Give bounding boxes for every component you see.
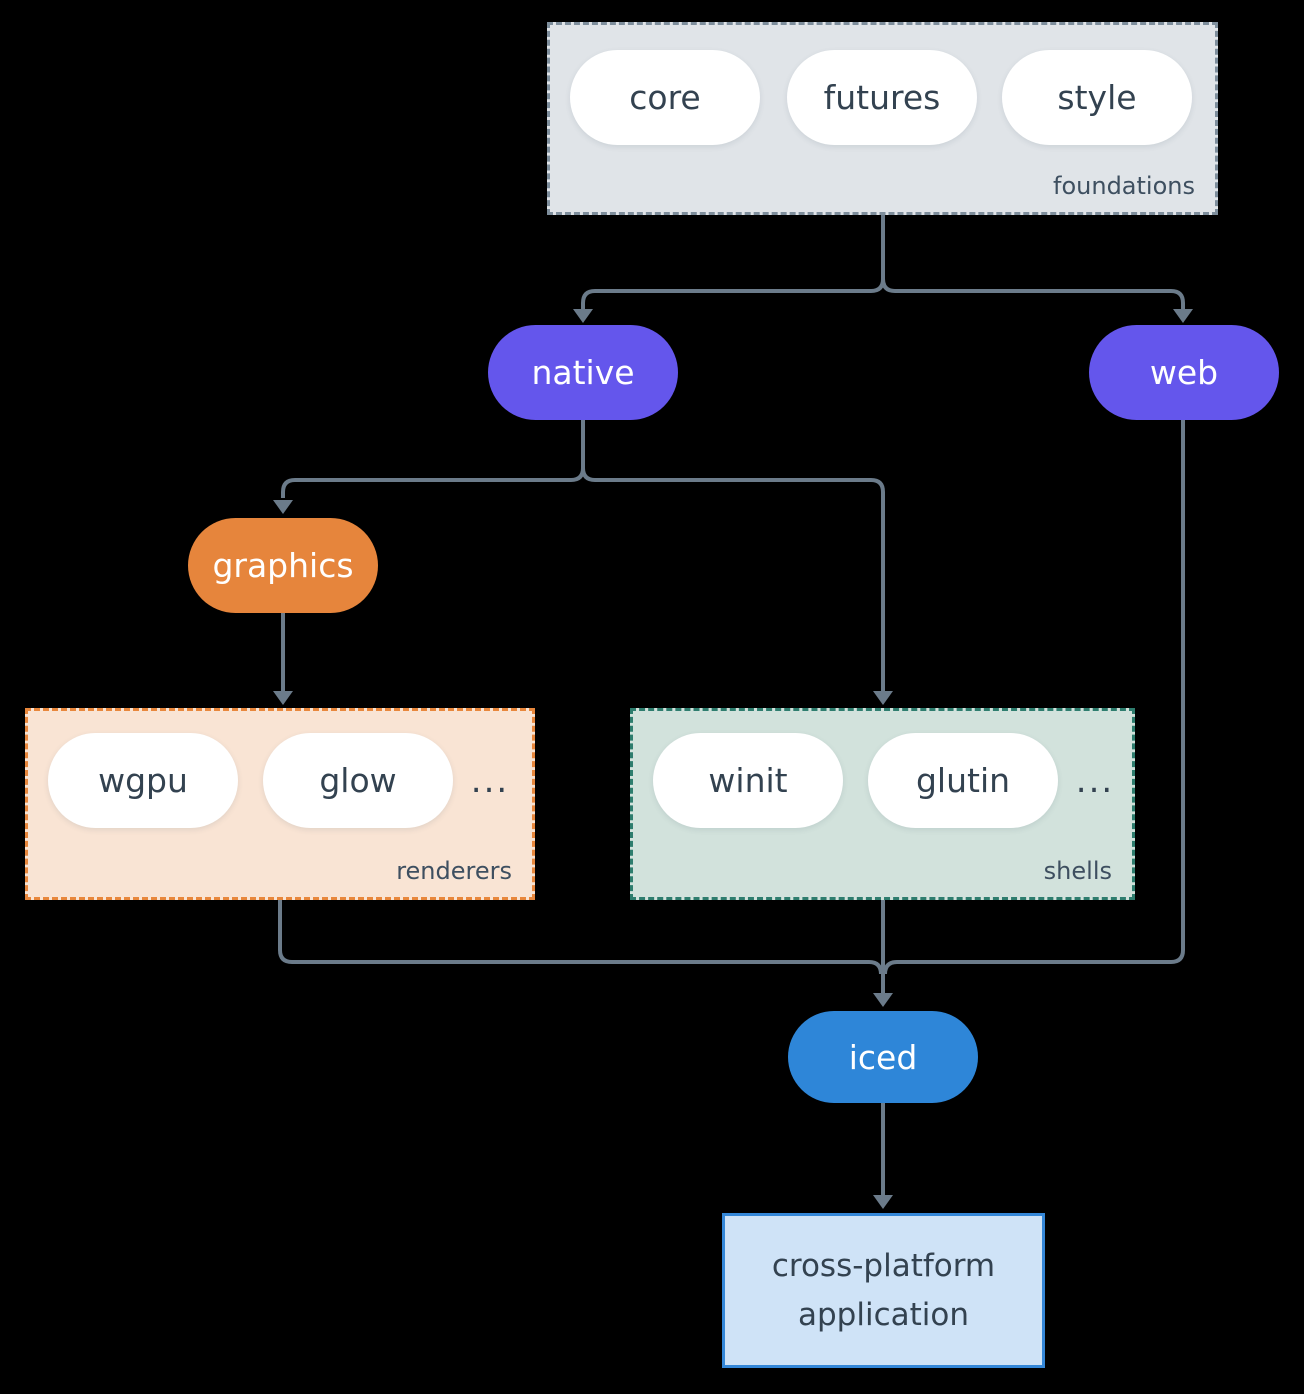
node-native-label: native: [531, 353, 635, 392]
node-futures: futures: [787, 50, 977, 145]
arrowhead-native: [573, 309, 593, 323]
node-style: style: [1002, 50, 1192, 145]
application-label-line2: application: [798, 1296, 969, 1333]
arrowhead-application: [873, 1195, 893, 1209]
edge-foundations-to-web: [881, 215, 1185, 309]
renderers-group-label: renderers: [396, 857, 512, 885]
edge-renderers-to-iced: [278, 900, 883, 975]
node-iced: iced: [788, 1011, 978, 1103]
node-wgpu-label: wgpu: [98, 761, 188, 800]
shells-ellipsis: ...: [1075, 760, 1115, 801]
node-glow-label: glow: [319, 761, 397, 800]
edge-native-to-shells: [581, 420, 885, 691]
node-winit: winit: [653, 733, 843, 828]
node-wgpu: wgpu: [48, 733, 238, 828]
foundations-group-label: foundations: [1053, 172, 1195, 200]
node-graphics-label: graphics: [212, 546, 354, 585]
arrowhead-graphics: [273, 500, 293, 514]
renderers-ellipsis: ...: [470, 760, 510, 801]
node-core: core: [570, 50, 760, 145]
node-cross-platform-application: cross-platform application: [722, 1213, 1045, 1368]
edge-web-to-iced: [883, 420, 1185, 975]
node-graphics: graphics: [188, 518, 378, 613]
application-label-line1: cross-platform: [771, 1248, 996, 1285]
node-futures-label: futures: [823, 78, 941, 117]
arrowhead-iced: [873, 993, 893, 1007]
node-glutin: glutin: [868, 733, 1058, 828]
node-web: web: [1089, 325, 1279, 420]
node-winit-label: winit: [708, 761, 788, 800]
arrowhead-renderers: [273, 691, 293, 705]
node-native: native: [488, 325, 678, 420]
arrowhead-web: [1173, 309, 1193, 323]
node-glutin-label: glutin: [915, 761, 1011, 800]
node-web-label: web: [1149, 353, 1219, 392]
node-iced-label: iced: [848, 1037, 918, 1077]
edge-native-to-graphics: [281, 420, 585, 498]
arrowhead-shells: [873, 691, 893, 705]
edge-foundations-to-native: [581, 215, 885, 309]
shells-group-label: shells: [1043, 857, 1112, 885]
node-glow: glow: [263, 733, 453, 828]
node-style-label: style: [1057, 78, 1137, 117]
node-core-label: core: [629, 78, 701, 117]
